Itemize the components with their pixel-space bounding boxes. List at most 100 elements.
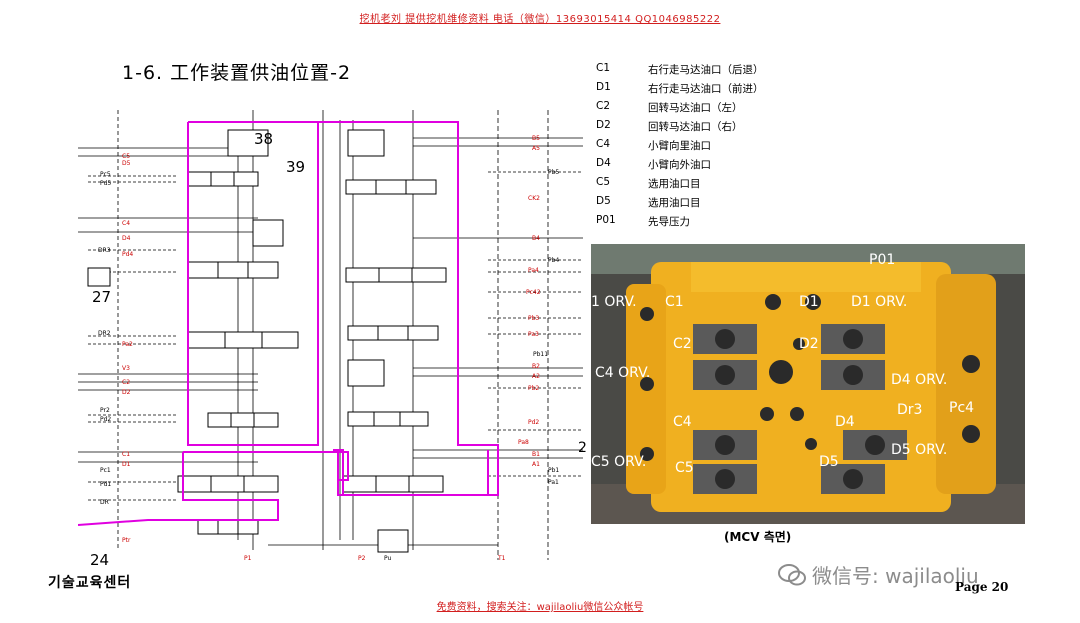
port-label: Pa2	[122, 341, 133, 348]
port-label: P2	[358, 555, 366, 562]
port-label: Pu	[384, 555, 392, 562]
photo-label: C4	[673, 414, 692, 430]
port-label: Pd2	[528, 419, 539, 426]
legend-code: C5	[596, 176, 611, 188]
port-label: D4	[122, 235, 131, 242]
port-label: Pa4	[528, 267, 539, 274]
port-label: Pc1	[100, 467, 111, 474]
photo-label: D5	[819, 454, 839, 470]
port-label: Pd5	[100, 180, 111, 187]
schematic-number: 24	[90, 551, 109, 569]
wechat-icon	[778, 563, 806, 585]
legend-desc: 右行走马达油口（后退）	[648, 64, 764, 76]
port-label: Pb2	[528, 385, 539, 392]
photo-label: D4 ORV.	[891, 372, 947, 388]
legend-code: D5	[596, 195, 611, 207]
header-banner: 挖机老刘 提供挖机维修资料 电话（微信）13693015414 QQ104698…	[359, 14, 721, 25]
photo-label: D1	[799, 294, 819, 310]
legend-desc: 先导压力	[648, 216, 690, 228]
department-name: 기술교육센터	[48, 575, 132, 591]
photo-label: P01	[869, 252, 895, 268]
port-label: Pd2	[100, 416, 111, 423]
port-label: Pb1	[548, 467, 559, 474]
page-title: 1-6. 工作装置供油位置-2	[122, 62, 352, 84]
port-label: CK2	[528, 195, 540, 202]
photo-caption: (MCV 측면)	[724, 530, 792, 544]
port-label: Pa1	[548, 479, 559, 486]
photo-label: D4	[835, 414, 855, 430]
port-label: Pb11	[533, 351, 548, 358]
oil-supply-path	[78, 121, 499, 526]
mcv-photo-drawing: P01 1 ORV. C1 D1 D1 ORV. C2 D2 C4 ORV. D…	[591, 244, 1025, 524]
schematic-number: 27	[92, 288, 111, 306]
page-number: Page 20	[955, 580, 1009, 594]
port-label: Ptr	[122, 537, 131, 544]
left-port-labels: C5 D5 Pc5 Pd5 C4 D4 DR3 Pd4 DR2 Pa2 V3 C…	[98, 153, 133, 544]
port-label: Pb5	[548, 169, 559, 176]
port-label: Pd4	[122, 251, 133, 258]
port-label: C2	[122, 379, 130, 386]
schematic-number: 38	[254, 130, 273, 148]
photo-labels: P01 1 ORV. C1 D1 D1 ORV. C2 D2 C4 ORV. D…	[591, 252, 974, 476]
spool-valves-left	[87, 171, 299, 535]
legend-desc: 回转马达油口（右）	[648, 121, 743, 133]
photo-label: D1 ORV.	[851, 294, 907, 310]
port-label: V3	[122, 365, 130, 372]
footer-banner: 免费资料，搜索关注：wajilaoliu微信公众帐号	[436, 602, 644, 613]
legend-code: D1	[596, 81, 611, 93]
port-label: D5	[122, 160, 131, 167]
photo-label: C5	[675, 460, 694, 476]
port-label: B1	[532, 451, 540, 458]
port-label: Pa3	[528, 331, 539, 338]
legend-code: C1	[596, 62, 611, 74]
legend-code: C4	[596, 138, 611, 150]
port-label: DR2	[98, 330, 111, 337]
photo-label: C2	[673, 336, 692, 352]
legend-row: C5 选用油口目	[596, 176, 764, 195]
port-label: D2	[122, 389, 131, 396]
mcv-photo: P01 1 ORV. C1 D1 D1 ORV. C2 D2 C4 ORV. D…	[591, 244, 1025, 524]
photo-label: Dr3	[897, 402, 922, 418]
port-label: D1	[122, 461, 131, 468]
port-label: DR	[100, 499, 109, 506]
photo-label: D2	[799, 336, 819, 352]
hydraulic-schematic: 38 39 27 24 2 C5 D5 Pc5 Pd5 C4 D4 DR3 Pd…	[78, 110, 587, 569]
port-label: Pd1	[100, 481, 111, 488]
pilot-lines	[88, 171, 583, 501]
schematic-number: 39	[286, 158, 305, 176]
watermark-text: 微信号: wajilaoliu	[812, 564, 979, 588]
legend-desc: 小臂向里油口	[648, 140, 711, 152]
legend-desc: 选用油口目	[648, 197, 701, 209]
port-label: Pb3	[528, 315, 539, 322]
port-label: Pr2	[100, 407, 110, 414]
legend-code: C2	[596, 100, 611, 112]
port-label: Pc5	[100, 171, 111, 178]
photo-label: C5 ORV.	[591, 454, 646, 470]
schematic-number: 2	[578, 440, 587, 456]
legend-row: C1 右行走马达油口（后退）	[596, 62, 764, 81]
legend-desc: 选用油口目	[648, 178, 701, 190]
photo-label: D5 ORV.	[891, 442, 947, 458]
photo-label: Pc4	[949, 400, 974, 416]
port-label: T1	[497, 555, 506, 562]
port-label: A5	[532, 145, 540, 152]
legend-row: D5 选用油口目	[596, 195, 764, 214]
legend-code: D2	[596, 119, 611, 131]
port-label: P1	[244, 555, 252, 562]
legend-row: D2 回转马达油口（右）	[596, 119, 764, 138]
port-label: B5	[532, 135, 540, 142]
spool-valves-right	[227, 129, 447, 553]
right-port-labels: B5 A5 Pb5 CK2 B4 Pb4 Pa4 Pc42 Pb3 Pa3 B2…	[518, 135, 559, 486]
port-label: B4	[532, 235, 540, 242]
photo-label: 1 ORV.	[591, 294, 637, 310]
port-label: DR3	[98, 247, 111, 254]
legend-desc: 小臂向外油口	[648, 159, 711, 171]
port-label: Pb4	[548, 257, 559, 264]
legend-code: P01	[596, 214, 616, 226]
port-label: C1	[122, 451, 130, 458]
legend-code: D4	[596, 157, 611, 169]
schematic-numbers: 38 39 27 24 2	[90, 130, 587, 569]
